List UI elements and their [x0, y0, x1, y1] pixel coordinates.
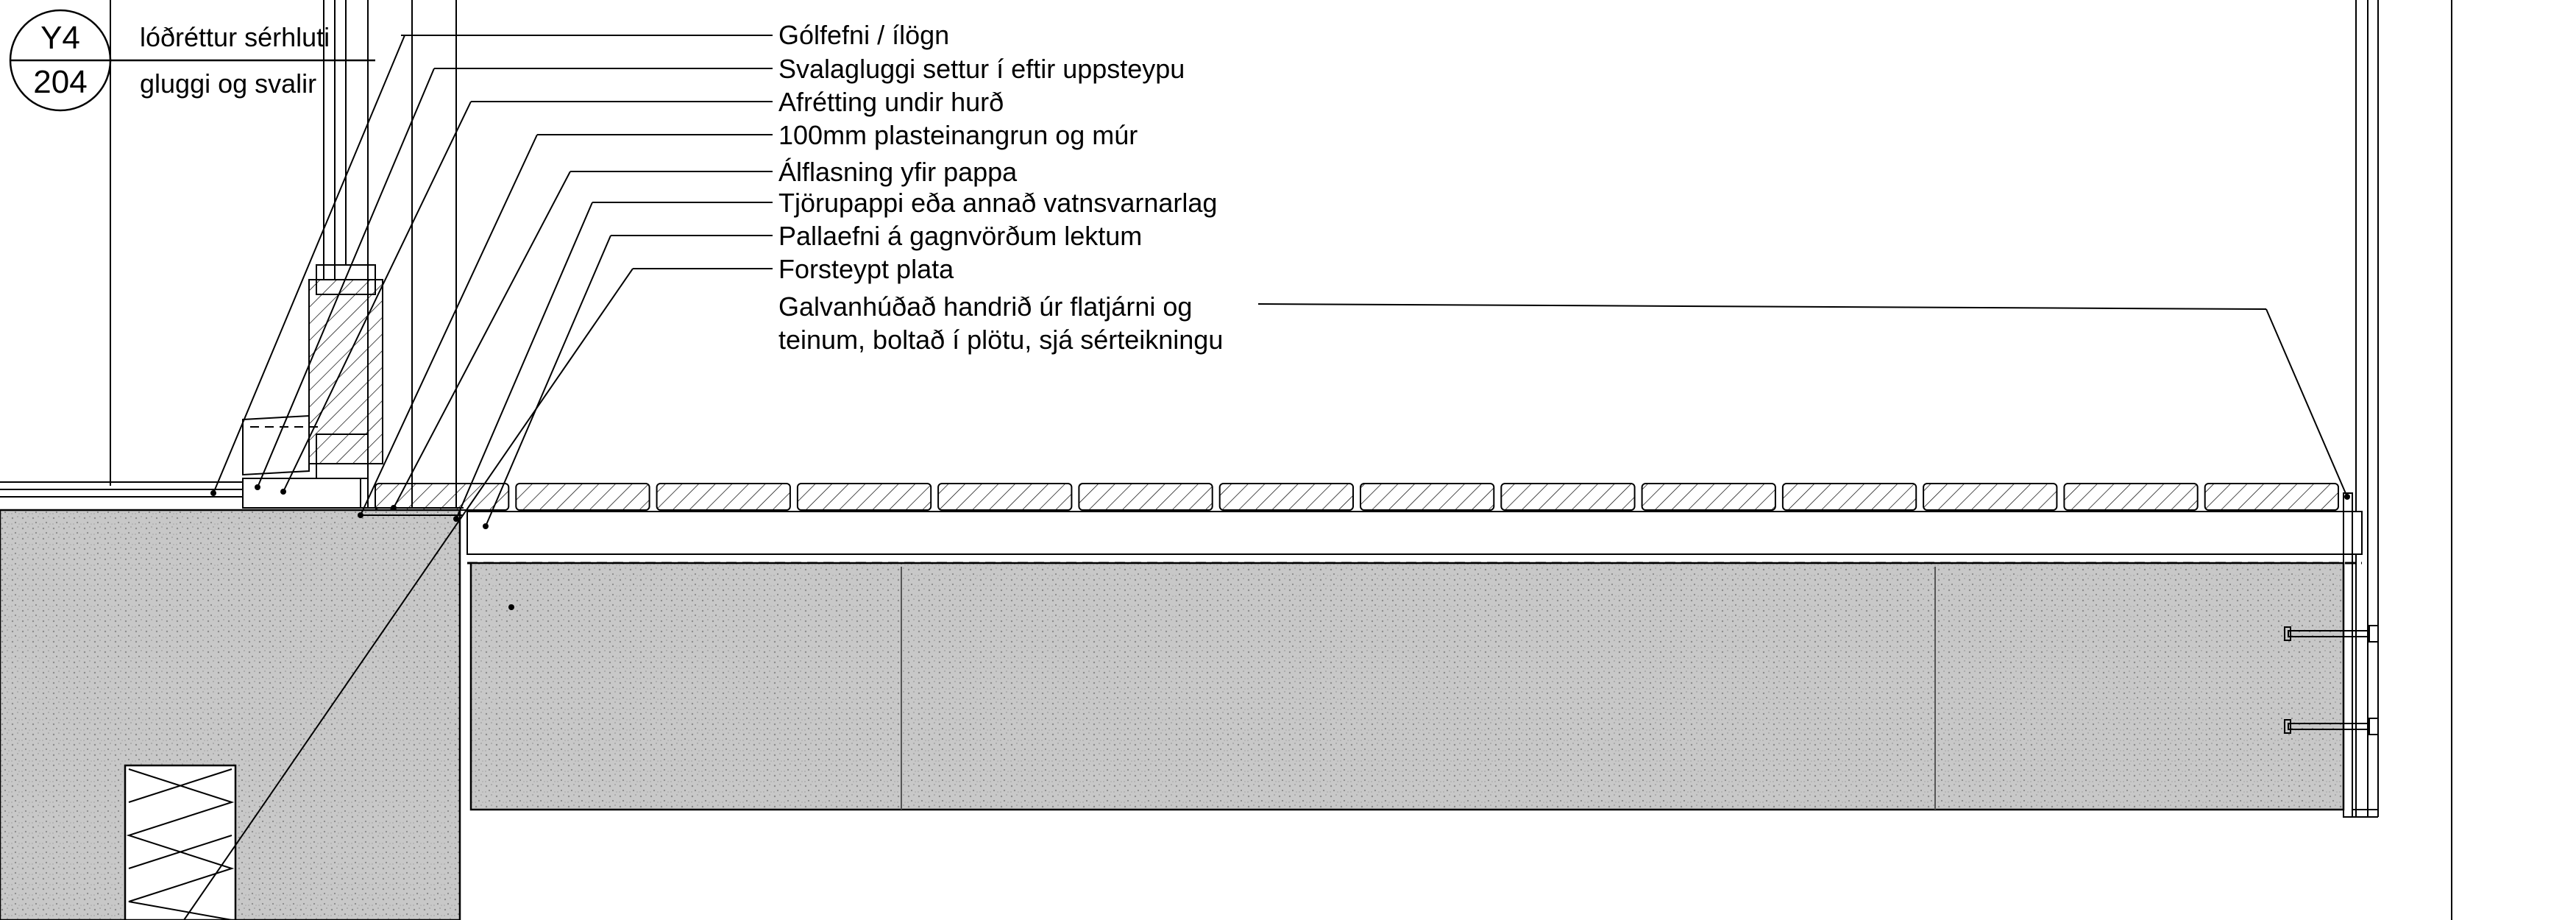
deck-board — [2063, 483, 2199, 511]
callout-insulation: 100mm plasteinangrun og múr — [778, 120, 1138, 150]
detail-tag-circle — [9, 9, 375, 112]
deck-board — [2204, 483, 2339, 511]
callout-decking: Pallaefni á gagnvörðum lektum — [778, 221, 1143, 251]
callout-flashing: Álflasning yfir pappa — [778, 157, 1018, 187]
callout-flooring: Gólfefni / ílögn — [778, 20, 950, 50]
callout-precast-slab: Forsteypt plata — [778, 254, 954, 284]
deck-board — [937, 483, 1073, 511]
railing-note-line-2: teinum, boltað í plötu, sjá sérteikningu — [778, 325, 1224, 355]
detail-title-line-1: lóðréttur sérhluti — [140, 22, 330, 52]
deck-board — [1218, 483, 1354, 511]
precast-slab — [469, 562, 2345, 811]
leader-lines — [183, 35, 2348, 920]
leader-dots — [210, 484, 2350, 610]
railing-post — [2343, 492, 2378, 818]
detail-tag-id: Y4 — [40, 20, 80, 56]
callout-railing: Galvanhúðað handrið úr flatjárni og tein… — [778, 290, 1223, 356]
insulation-block — [124, 764, 237, 920]
deck-board — [375, 483, 510, 511]
deck-board — [796, 483, 932, 511]
callout-levelling: Afrétting undir hurð — [778, 87, 1004, 117]
callout-balcony-window: Svalagluggi settur í eftir uppsteypu — [778, 54, 1185, 84]
detail-tag-sheet: 204 — [33, 64, 88, 100]
slab-joints — [901, 567, 1936, 810]
deck-board — [1078, 483, 1213, 511]
railing-note-line-1: Galvanhúðað handrið úr flatjárni og — [778, 291, 1193, 322]
deck-board — [1500, 483, 1636, 511]
deck-board — [515, 483, 650, 511]
callout-waterproofing: Tjörupappi eða annað vatnsvarnarlag — [778, 188, 1218, 218]
anchor-bolts — [2284, 625, 2379, 735]
deck-board — [656, 483, 791, 511]
deck-board — [1923, 483, 2058, 511]
insulation-zigzag — [126, 768, 235, 920]
reference-lines — [110, 0, 2452, 920]
deck-board — [1641, 483, 1776, 511]
deck-board — [1360, 483, 1495, 511]
detail-title-line-2: gluggi og svalir — [140, 68, 317, 99]
deck-substructure — [466, 511, 2363, 565]
deck-board — [1781, 483, 1917, 511]
floor-layers — [0, 478, 464, 516]
deck-boards — [375, 483, 2339, 511]
